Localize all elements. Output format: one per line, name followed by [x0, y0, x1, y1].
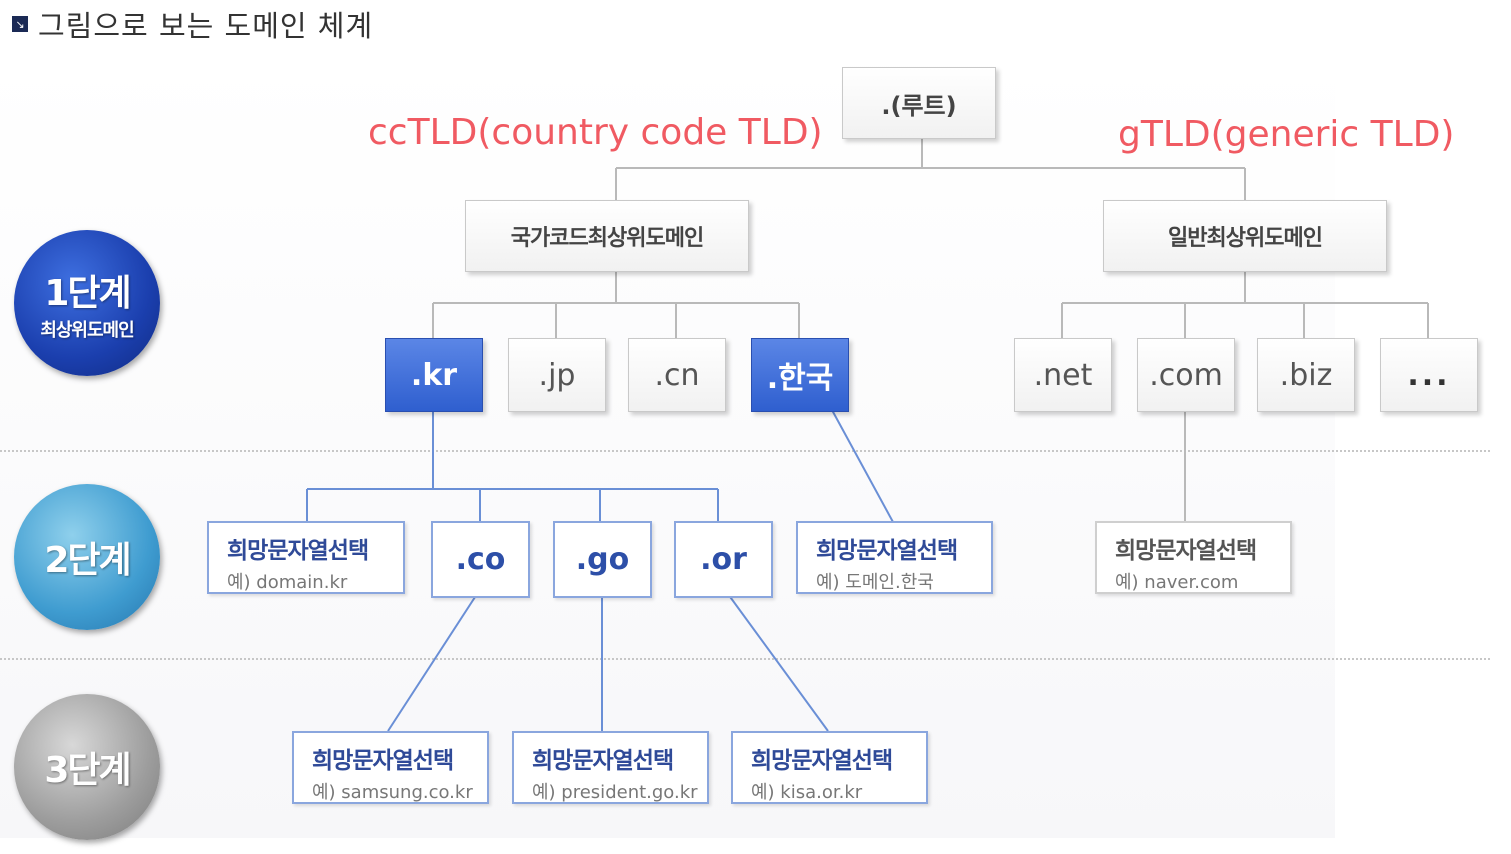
section-title-text: 그림으로 보는 도메인 체계: [38, 9, 374, 43]
arrow-box-icon: ↘: [12, 16, 28, 32]
pick-example: 예) samsung.co.kr: [312, 782, 473, 803]
diagram-background: [0, 58, 1335, 838]
tld-net-label: .net: [1033, 357, 1093, 393]
second-level-go-label: .go: [575, 542, 630, 577]
tld-kr-label: .kr: [410, 357, 458, 393]
pick-title: 희망문자열선택: [532, 748, 674, 774]
generic-tld-label: 일반최상위도메인: [1168, 226, 1323, 251]
tld-cn: .cn: [628, 338, 726, 412]
tld-com: .com: [1137, 338, 1235, 412]
tld-hanguk: .한국: [751, 338, 849, 412]
third-level-pick-go: 희망문자열선택 예) president.go.kr: [512, 731, 709, 804]
second-level-or: .or: [674, 521, 773, 598]
stage-3-label: 3단계: [44, 750, 131, 791]
stage-3-circle: 3단계: [14, 694, 160, 840]
tld-biz-label: .biz: [1279, 357, 1333, 393]
second-level-go: .go: [553, 521, 652, 598]
pick-title: 희망문자열선택: [227, 538, 369, 564]
pick-title: 희망문자열선택: [816, 538, 958, 564]
root-label: .(루트): [881, 91, 957, 120]
second-level-pick-com: 희망문자열선택 예) naver.com: [1095, 521, 1292, 594]
tld-cn-label: .cn: [654, 357, 700, 393]
tld-jp: .jp: [508, 338, 606, 412]
stage-1-circle: 1단계 최상위도메인: [14, 230, 160, 376]
pick-example: 예) naver.com: [1115, 572, 1239, 593]
cctld-label: ccTLD(country code TLD): [368, 112, 823, 153]
second-level-pick-hanguk: 희망문자열선택 예) 도메인.한국: [796, 521, 993, 594]
pick-example: 예) 도메인.한국: [816, 572, 934, 593]
pick-example: 예) domain.kr: [227, 572, 348, 593]
tld-hanguk-label: .한국: [766, 361, 834, 396]
tld-net: .net: [1014, 338, 1112, 412]
tld-kr: .kr: [385, 338, 483, 412]
tld-biz: .biz: [1257, 338, 1355, 412]
stage-divider: [0, 450, 1490, 452]
second-level-co-label: .co: [455, 542, 506, 577]
second-level-co: .co: [431, 521, 530, 598]
country-code-tld-label: 국가코드최상위도메인: [510, 226, 704, 251]
second-level-pick-kr: 희망문자열선택 예) domain.kr: [207, 521, 405, 594]
second-level-or-label: .or: [700, 542, 747, 577]
generic-tld-node: 일반최상위도메인: [1103, 200, 1387, 272]
third-level-pick-or: 희망문자열선택 예) kisa.or.kr: [731, 731, 928, 804]
root-node: .(루트): [842, 67, 996, 139]
third-level-pick-co: 희망문자열선택 예) samsung.co.kr: [292, 731, 489, 804]
tld-more-label: ...: [1407, 357, 1451, 393]
section-title: ↘ 그림으로 보는 도메인 체계: [12, 4, 373, 44]
pick-title: 희망문자열선택: [751, 748, 893, 774]
tld-com-label: .com: [1149, 357, 1223, 393]
stage-1-label: 1단계: [44, 273, 131, 314]
pick-example: 예) president.go.kr: [532, 782, 698, 803]
tld-more: ...: [1380, 338, 1478, 412]
gtld-label: gTLD(generic TLD): [1118, 114, 1455, 155]
stage-divider: [0, 658, 1490, 660]
pick-example: 예) kisa.or.kr: [751, 782, 863, 803]
stage-2-circle: 2단계: [14, 484, 160, 630]
stage-2-label: 2단계: [44, 540, 131, 581]
pick-title: 희망문자열선택: [1115, 538, 1257, 564]
country-code-tld-node: 국가코드최상위도메인: [465, 200, 749, 272]
tld-jp-label: .jp: [538, 357, 576, 393]
pick-title: 희망문자열선택: [312, 748, 454, 774]
stage-1-sub-label: 최상위도메인: [40, 320, 134, 341]
